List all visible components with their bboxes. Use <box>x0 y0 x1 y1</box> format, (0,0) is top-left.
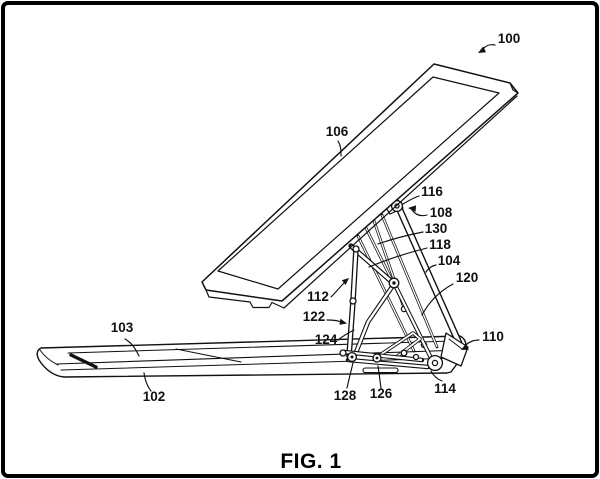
panel-corner-facet <box>509 82 519 94</box>
arrowhead-100 <box>478 46 486 53</box>
ref-label-110: 110 <box>482 329 504 344</box>
panel-bezel <box>217 76 500 290</box>
leader-103 <box>124 338 140 357</box>
leader-126 <box>377 365 382 389</box>
ref-label-128: 128 <box>334 388 357 403</box>
arrowhead-122 <box>339 318 347 325</box>
base-front-bevel-line <box>60 357 456 371</box>
base-left-tip-curve <box>39 349 59 366</box>
base-top-front-edge <box>56 349 462 365</box>
leader-122 <box>326 319 341 323</box>
base-recess-diagonal <box>175 348 242 363</box>
front-support-arm <box>346 245 360 359</box>
base-recess-back-line <box>67 340 453 354</box>
display-panel <box>201 63 519 309</box>
ref-label-126: 126 <box>370 386 393 401</box>
ref-label-114: 114 <box>434 381 456 396</box>
bottom-zigzag-links <box>375 331 422 360</box>
leader-120 <box>421 283 454 316</box>
arrowhead-108 <box>408 205 416 212</box>
panel-underside <box>205 95 518 309</box>
ref-label-100: 100 <box>498 31 521 46</box>
arrowhead-112 <box>341 278 349 285</box>
elbow-to-foot-brace <box>393 284 434 361</box>
kickstand-leg <box>395 204 463 347</box>
ref-label-108: 108 <box>430 205 453 220</box>
kickstand-mechanism <box>339 196 469 372</box>
arrowhead-110 <box>461 344 469 350</box>
leader-110 <box>465 339 480 346</box>
ref-label-106: 106 <box>326 124 349 139</box>
pivot-bolts <box>339 277 420 363</box>
figure-caption: FIG. 1 <box>280 450 341 473</box>
base-front-slot <box>362 367 399 374</box>
leader-124 <box>337 329 355 341</box>
elbow-lower-link <box>352 284 395 358</box>
leader-104 <box>425 264 437 273</box>
ref-label-112: 112 <box>307 289 329 304</box>
ref-label-102: 102 <box>143 389 166 404</box>
ref-label-116: 116 <box>421 184 443 199</box>
leader-102 <box>143 372 152 392</box>
ref-label-120: 120 <box>456 270 479 285</box>
leader-116 <box>402 195 420 205</box>
foot-hinge <box>426 354 444 372</box>
corner-bracket <box>440 332 469 367</box>
ref-label-118: 118 <box>429 237 451 252</box>
leader-106 <box>337 140 342 157</box>
bottom-horizontal-links <box>341 349 431 370</box>
leader-112 <box>330 282 345 298</box>
leader-114 <box>430 370 443 382</box>
ref-label-103: 103 <box>111 320 134 335</box>
leader-108 <box>411 209 428 217</box>
corner-bracket-line <box>448 338 463 350</box>
leader-118 <box>368 247 428 268</box>
leader-128 <box>346 362 354 389</box>
panel-outline <box>201 63 519 302</box>
base-groove-dark-mark <box>69 353 98 369</box>
ref-label-124: 124 <box>315 332 338 347</box>
leader-lines <box>124 44 496 392</box>
ref-label-104: 104 <box>438 253 461 268</box>
leader-130 <box>377 231 424 245</box>
ref-label-122: 122 <box>303 309 326 324</box>
ref-label-130: 130 <box>425 221 448 236</box>
leader-100 <box>483 44 496 49</box>
reference-labels: 100 102 103 104 106 108 110 112 114 116 … <box>111 31 521 404</box>
